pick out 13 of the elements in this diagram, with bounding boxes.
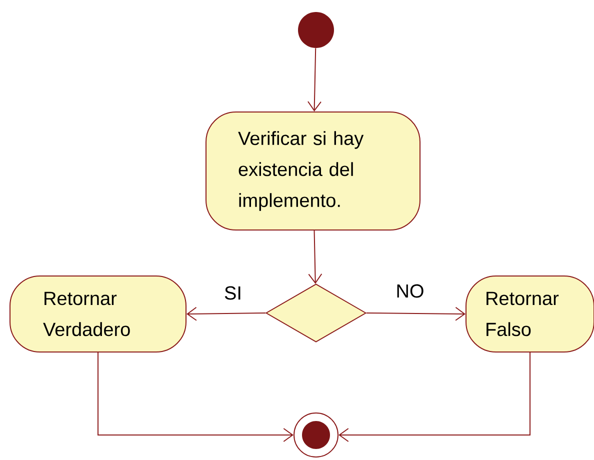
arrow	[186, 306, 266, 321]
edge-label: SI	[223, 285, 243, 301]
arrow	[307, 48, 322, 112]
edge-label: NO	[394, 283, 426, 299]
action-box: Retornar Falso	[466, 276, 594, 352]
arrow	[308, 230, 322, 284]
arrow	[98, 352, 294, 442]
action-box: Retornar Verdadero	[10, 276, 186, 352]
final-node	[294, 412, 338, 458]
action-box: Verificar si hay existencia del implemento.	[206, 112, 420, 230]
arrow	[338, 352, 530, 442]
arrow	[366, 306, 466, 321]
initial-node	[298, 12, 334, 48]
